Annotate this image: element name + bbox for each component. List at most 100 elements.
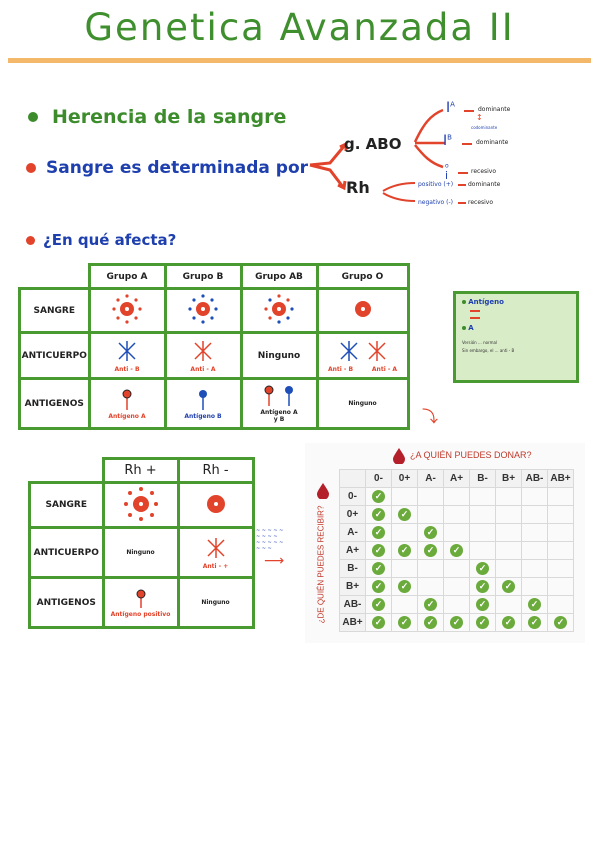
donor-cell: ✓ (495, 613, 522, 632)
antibody-labels: Anti - B Anti - A (319, 366, 407, 373)
antibody-cell-o: Anti - B Anti - A (315, 331, 410, 380)
antibody-label: Anti - B (114, 365, 140, 373)
donor-cell (391, 523, 418, 542)
donor-cell (495, 487, 522, 506)
red-cell-a-antigen-icon (112, 294, 142, 324)
bullet-dot-icon (26, 235, 35, 245)
donor-cell (391, 559, 418, 578)
donor-column-header: B- (469, 469, 496, 488)
donor-row-header: AB- (339, 595, 366, 614)
donor-row-header: A+ (339, 541, 366, 560)
allele-ib-note: dominante (476, 139, 509, 146)
antibody-red-icon (206, 537, 225, 558)
abo-header-cell: Grupo AB (239, 263, 319, 290)
antibody-cell-a: Anti - B (87, 331, 167, 380)
donor-cell (547, 577, 574, 596)
donor-cell: ✓ (391, 613, 418, 632)
donor-cell: ✓ (443, 613, 470, 632)
check-icon: ✓ (502, 616, 515, 629)
check-icon: ✓ (372, 562, 385, 575)
bullet-determinada: Sangre es determinada por (26, 158, 308, 178)
bullet-determinada-text: Sangre es determinada por (46, 158, 309, 178)
empty-corner (20, 265, 90, 289)
bullet-herencia-text: Herencia de la sangre (52, 106, 287, 128)
donor-cell (521, 505, 548, 524)
check-icon: ✓ (424, 616, 437, 629)
check-icon: ✓ (476, 580, 489, 593)
donor-cell (417, 559, 444, 578)
check-icon: ✓ (476, 598, 489, 611)
donor-row: 0-✓ (339, 487, 574, 506)
donor-row: AB-✓✓✓✓ (339, 595, 574, 614)
rh-blood-neg (176, 481, 255, 529)
donor-column-header: AB- (521, 469, 548, 488)
donor-cell: ✓ (417, 523, 444, 542)
donor-cell: ✓ (417, 613, 444, 632)
donor-cell (443, 487, 470, 506)
bullet-herencia: Herencia de la sangre (28, 106, 286, 128)
donor-cell (547, 559, 574, 578)
donor-chart-ylabel: ¿DE QUIÉN PUEDES RECIBIR? (316, 505, 326, 624)
donor-row: A+✓✓✓✓ (339, 541, 574, 560)
donor-cell: ✓ (365, 523, 392, 542)
blood-cell-o (315, 287, 410, 334)
check-icon: ✓ (398, 616, 411, 629)
donor-cell: ✓ (521, 613, 548, 632)
donor-cell (495, 541, 522, 560)
donor-cell: ✓ (443, 541, 470, 560)
antigen-label: Antígeno B (184, 412, 222, 420)
donor-column-header: B+ (495, 469, 522, 488)
donor-row: A-✓✓ (339, 523, 574, 542)
row-label: SANGRE (18, 287, 91, 334)
note-card-a: A (462, 324, 570, 332)
donor-chart-title: ¿A QUIÉN PUEDES DONAR? (410, 450, 532, 460)
check-icon: ✓ (372, 580, 385, 593)
note-card-line1: Versión ... normal (462, 340, 498, 345)
rh-header-cell: Rh - (176, 457, 255, 484)
rh-table: Rh + Rh - SANGRE ANTICUERPO Ninguno Anti… (28, 457, 255, 629)
donor-column-header: AB+ (547, 469, 574, 488)
allele-ib-letter: I (443, 133, 448, 149)
donor-cell (469, 487, 496, 506)
rh-antigen-pos: Antígeno positivo (101, 576, 180, 629)
check-icon: ✓ (398, 544, 411, 557)
allele-ia-note: dominante (478, 106, 511, 113)
donor-cell (521, 487, 548, 506)
row-label: ANTICUERPO (18, 331, 91, 380)
red-cell-rh-negative-icon (206, 494, 225, 513)
rh-antigen-neg: Ninguno (176, 576, 255, 629)
check-icon: ✓ (372, 544, 385, 557)
donor-cell (443, 559, 470, 578)
abo-header-cell: Grupo O (315, 263, 410, 290)
antibody-cell-b: Anti - A (163, 331, 243, 380)
donor-cell (547, 523, 574, 542)
abo-table: Grupo A Grupo B Grupo AB Grupo O SANGRE (18, 263, 410, 430)
donor-cell: ✓ (469, 613, 496, 632)
codominante-note: codominante (471, 125, 498, 130)
abo-header-cell: Grupo B (163, 263, 243, 290)
blood-cell-b (163, 287, 243, 334)
curved-arrow-icon: ⤵ (422, 407, 439, 426)
donor-cell (547, 595, 574, 614)
rh-positivo-note: dominante (468, 181, 501, 188)
donor-cell: ✓ (365, 559, 392, 578)
donor-cell (495, 559, 522, 578)
donor-cell: ✓ (391, 541, 418, 560)
rh-negativo-note: recesivo (468, 199, 494, 206)
bullet-dot-icon (462, 326, 466, 330)
donor-row: B+✓✓✓✓ (339, 577, 574, 596)
antigen-pin-red-icon (122, 389, 132, 410)
antigen-cell-a: Antígeno A (87, 377, 167, 430)
dash (470, 310, 480, 312)
allele-i-note: recesivo (471, 168, 497, 175)
donor-cell: ✓ (521, 595, 548, 614)
allele-ia-letter: I (446, 100, 451, 116)
donor-cell: ✓ (547, 613, 574, 632)
note-card-body: Antígeno A Versión ... normal Sin embarg… (456, 294, 576, 357)
donor-cell (521, 541, 548, 560)
allele-ia: IA (446, 100, 455, 116)
antigen-cell-b: Antígeno B (163, 377, 243, 430)
donor-cell: ✓ (469, 559, 496, 578)
antibody-label: Anti - A (190, 365, 216, 373)
donor-cell: ✓ (365, 541, 392, 560)
